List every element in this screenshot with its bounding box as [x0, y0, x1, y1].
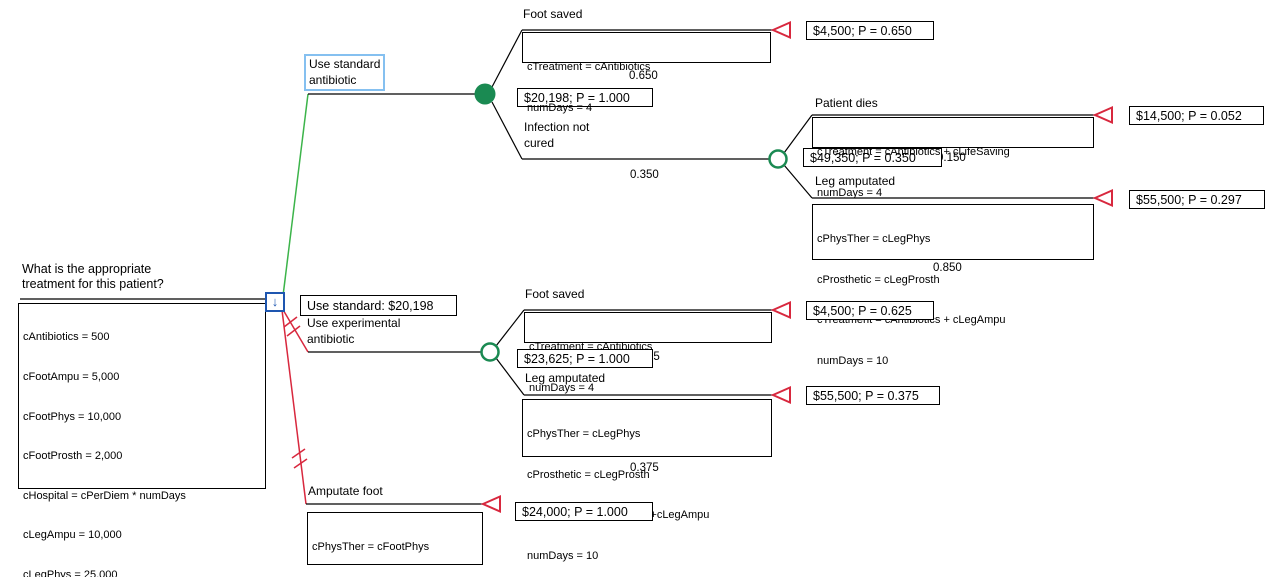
chance-node-infection-icon[interactable]	[768, 149, 788, 169]
vars-box-amputate[interactable]: cPhysTher = cFootPhys cProsthetic = cFoo…	[307, 512, 483, 565]
optimal-branch-line-standard	[282, 93, 309, 297]
branch-label-amputate-foot[interactable]: Amputate foot	[308, 484, 383, 498]
leg-amputated-mid-diagonal	[495, 357, 525, 396]
payoff-box-leg-amputated-top[interactable]: $55,500; P = 0.297	[1129, 190, 1265, 209]
foot-saved-mid-diagonal	[495, 309, 525, 347]
payoff-box-patient-dies[interactable]: $14,500; P = 0.052	[1129, 106, 1264, 125]
chance-node-experimental-icon[interactable]	[480, 342, 500, 362]
patient-dies-diagonal	[783, 114, 813, 154]
probability-leg-amputated-top[interactable]: 0.850	[933, 262, 962, 274]
probability-infection-not-cured[interactable]: 0.350	[630, 169, 659, 181]
foot-saved-top-diagonal	[491, 29, 523, 88]
payoff-box-foot-saved-mid[interactable]: $4,500; P = 0.625	[806, 301, 934, 320]
infection-diagonal	[491, 101, 523, 160]
value-box-experimental[interactable]: $23,625; P = 1.000	[517, 349, 653, 368]
vars-box-leg-amputated-top[interactable]: cPhysTher = cLegPhys cProsthetic = cLegP…	[812, 204, 1094, 367]
payoff-box-foot-saved-top[interactable]: $4,500; P = 0.650	[806, 21, 934, 40]
vars-box-patient-dies[interactable]: cTreatment = cAntibiotics + cLifeSaving …	[812, 117, 1094, 199]
terminal-node-leg-amputated-top-icon[interactable]	[1092, 188, 1113, 208]
branch-label-patient-dies[interactable]: Patient dies	[815, 96, 878, 110]
decision-node-icon[interactable]: ↓	[265, 292, 285, 312]
pruned-hash-mark	[291, 448, 306, 459]
payoff-box-leg-amputated-mid[interactable]: $55,500; P = 0.375	[806, 386, 940, 405]
root-question: What is the appropriate treatment for th…	[22, 262, 164, 291]
pruned-hash-mark	[286, 325, 301, 337]
terminal-node-patient-dies-icon[interactable]	[1092, 105, 1113, 125]
value-box-standard[interactable]: $20,198; P = 1.000	[517, 88, 653, 107]
vars-box-leg-amputated-mid[interactable]: cPhysTher = cLegPhys cProsthetic = cLegP…	[522, 399, 772, 562]
terminal-node-foot-saved-top-icon[interactable]	[770, 20, 791, 40]
probability-leg-amputated-mid[interactable]: 0.375	[630, 462, 659, 474]
branch-label-leg-amputated-mid[interactable]: Leg amputated	[525, 371, 606, 385]
decision-summary-box[interactable]: Use standard: $20,198	[300, 295, 457, 316]
probability-patient-dies[interactable]: 0.150	[937, 152, 966, 164]
branch-label-use-experimental[interactable]: Use experimental antibiotic	[307, 316, 401, 346]
value-box-infection[interactable]: $49,350; P = 0.350	[803, 148, 942, 167]
pruned-branch-line-amputate	[281, 309, 307, 505]
branch-label-leg-amputated-top[interactable]: Leg amputated	[815, 174, 896, 188]
pruned-hash-mark	[283, 316, 298, 328]
branch-label-foot-saved-mid[interactable]: Foot saved	[525, 287, 585, 301]
terminal-node-amputate-icon[interactable]	[480, 494, 501, 514]
pruned-hash-mark	[293, 458, 308, 469]
branch-label-use-standard[interactable]: Use standard antibiotic	[304, 54, 386, 91]
branch-label-foot-saved-top[interactable]: Foot saved	[523, 7, 583, 21]
terminal-node-leg-amputated-mid-icon[interactable]	[770, 385, 791, 405]
leg-amputated-top-diagonal	[783, 164, 813, 199]
vars-box-foot-saved-top[interactable]: cTreatment = cAntibiotics numDays = 4	[522, 32, 771, 114]
terminal-node-foot-saved-mid-icon[interactable]	[770, 300, 791, 320]
vars-box-foot-saved-mid[interactable]: cTreatment = cAntibiotics numDays = 4	[524, 312, 772, 394]
payoff-box-amputate[interactable]: $24,000; P = 1.000	[515, 502, 653, 521]
variables-panel[interactable]: cAntibiotics = 500 cFootAmpu = 5,000 cFo…	[18, 303, 266, 577]
branch-label-infection-not-cured[interactable]: Infection not cured	[524, 120, 590, 150]
chance-node-standard-icon[interactable]	[474, 83, 496, 105]
probability-foot-saved-top[interactable]: 0.650	[629, 70, 658, 82]
